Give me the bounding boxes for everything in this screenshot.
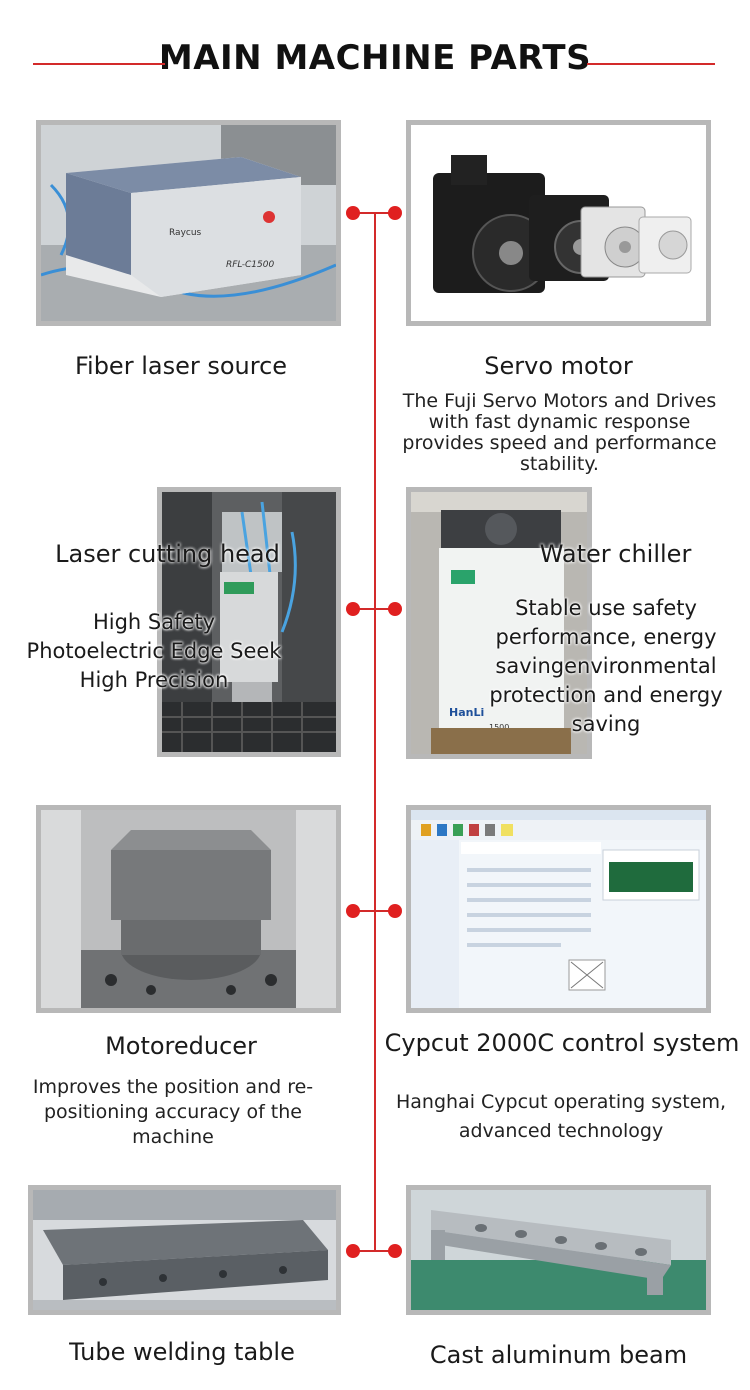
- description-servo-motor: The Fuji Servo Motors and Drives with fa…: [402, 390, 717, 475]
- laser-cutting-head-photo: [157, 487, 341, 757]
- timeline-connector: [353, 1250, 395, 1252]
- fiber-laser-source-photo: Raycus RFL-C1500: [36, 120, 341, 326]
- laser-cutting-head-features: High Safety Photoelectric Edge Seek High…: [20, 608, 288, 695]
- timeline-line: [374, 212, 376, 1252]
- timeline-dot: [388, 904, 402, 918]
- caption-servo-motor: Servo motor: [484, 352, 633, 380]
- timeline-dot: [346, 602, 360, 616]
- servo-motor-photo: [406, 120, 711, 326]
- timeline-dot: [388, 1244, 402, 1258]
- timeline-dot: [346, 904, 360, 918]
- caption-laser-cutting-head: Laser cutting head: [55, 540, 280, 568]
- water-chiller-photo: HanLi 1500: [406, 487, 592, 759]
- timeline-dot: [346, 1244, 360, 1258]
- timeline-dot: [388, 206, 402, 220]
- feature-edge-seek: Photoelectric Edge Seek: [26, 639, 282, 663]
- caption-motoreducer: Motoreducer: [105, 1032, 257, 1060]
- timeline-dot: [346, 206, 360, 220]
- chiller-model-label: 1500: [489, 723, 509, 732]
- feature-high-precision: High Precision: [79, 668, 229, 692]
- page-title: MAIN MACHINE PARTS: [158, 38, 592, 78]
- description-cypcut-control-system: Hanghai Cypcut operating system, advance…: [395, 1091, 726, 1142]
- title-rule-left: [33, 63, 165, 65]
- caption-fiber-laser-source: Fiber laser source: [74, 352, 288, 380]
- chiller-brand-label: HanLi: [449, 706, 484, 719]
- cast-aluminum-beam-photo: [406, 1185, 711, 1315]
- description-water-chiller: Stable use safety performance, energy sa…: [489, 596, 723, 736]
- timeline-dot: [388, 602, 402, 616]
- laser-model-label: RFL-C1500: [226, 260, 274, 270]
- title-rule-right: [587, 63, 715, 65]
- timeline-connector: [353, 212, 395, 214]
- laser-brand-label: Raycus: [169, 228, 202, 238]
- timeline-connector: [353, 608, 395, 610]
- caption-cast-aluminum-beam: Cast aluminum beam: [429, 1341, 688, 1369]
- caption-tube-welding-table: Tube welding table: [69, 1338, 295, 1366]
- feature-high-safety: High Safety: [92, 610, 216, 634]
- description-motoreducer: Improves the position and re-positioning…: [32, 1076, 314, 1148]
- motoreducer-photo: [36, 805, 341, 1013]
- timeline-connector: [353, 910, 395, 912]
- caption-cypcut-control-system: Cypcut 2000C control system: [384, 1029, 740, 1057]
- tube-welding-table-photo: [28, 1185, 341, 1315]
- caption-water-chiller: Water chiller: [539, 540, 692, 568]
- cypcut-control-system-photo: [406, 805, 711, 1013]
